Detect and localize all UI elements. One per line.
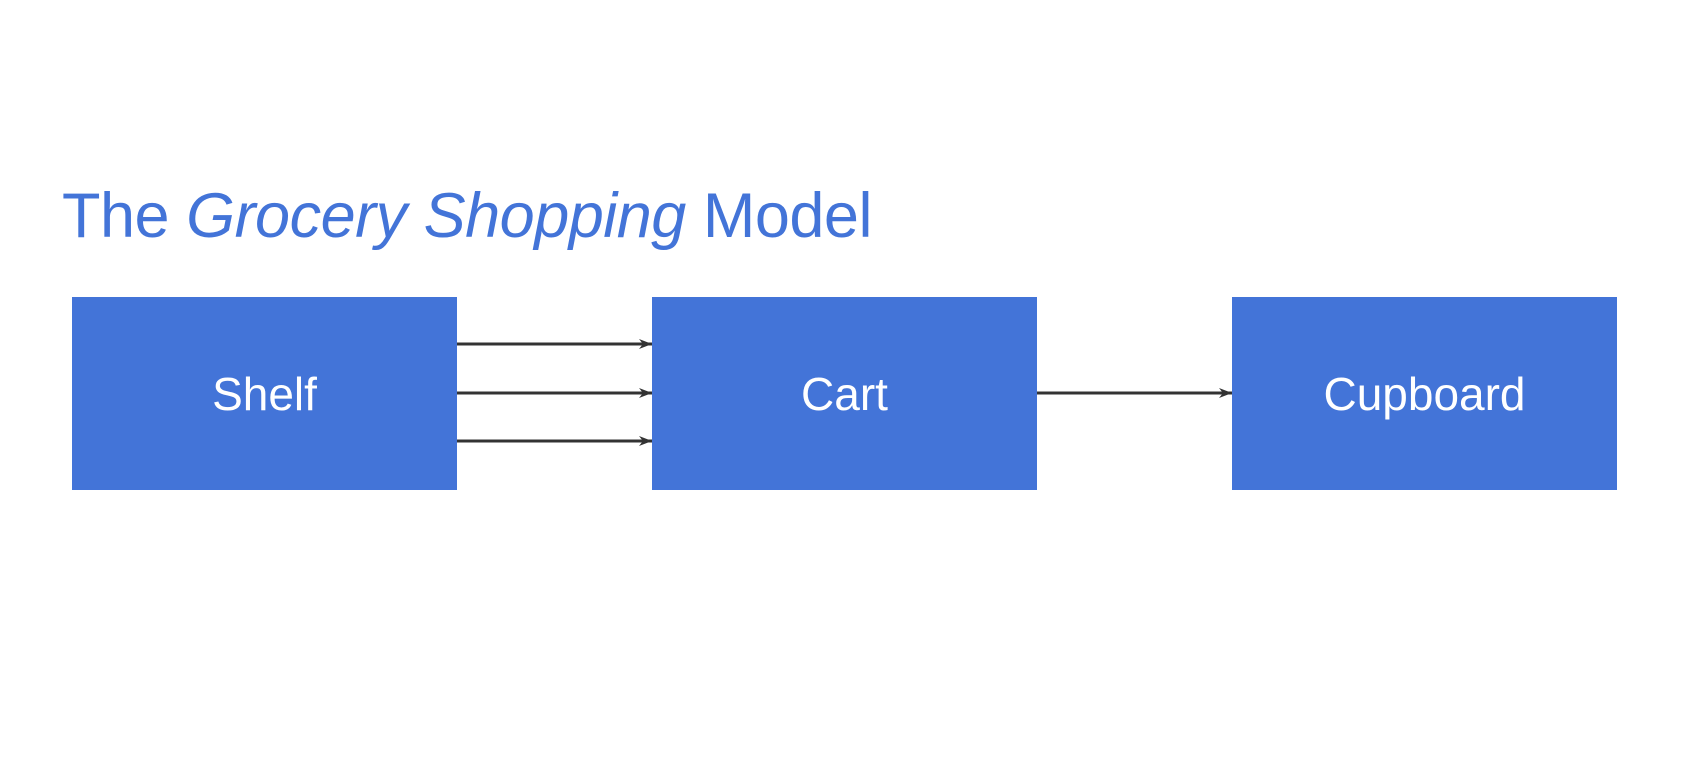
shelf-node: Shelf [72,297,457,490]
slide-title: The Grocery Shopping Model [62,178,872,254]
cart-label: Cart [801,367,888,420]
shelf-label: Shelf [212,367,317,420]
title-suffix: Model [685,181,873,251]
title-emphasis: Grocery Shopping [186,181,686,251]
title-prefix: The [62,181,187,251]
cupboard-label: Cupboard [1323,367,1526,420]
cart-node: Cart [652,297,1037,490]
cupboard-node: Cupboard [1232,297,1617,490]
